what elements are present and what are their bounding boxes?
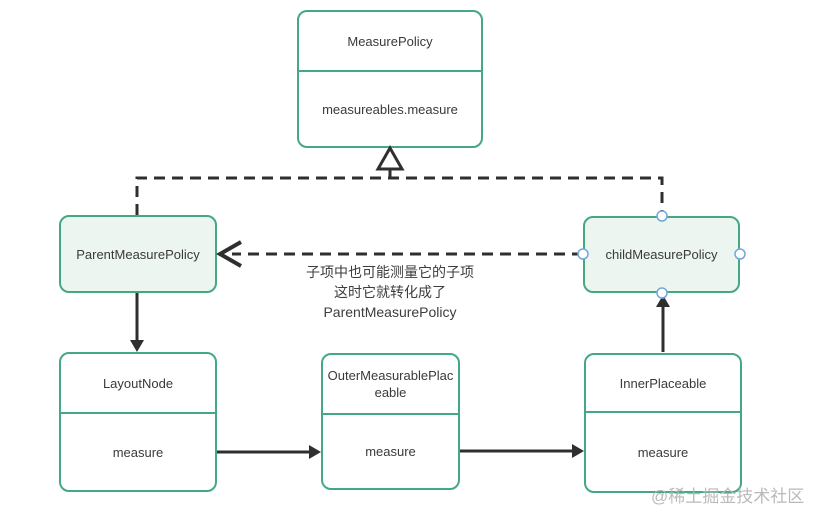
child-node-handles[interactable] xyxy=(577,210,746,299)
node-method: measure xyxy=(637,444,689,460)
hollow-triangle-arrowhead xyxy=(375,144,405,171)
node-title: MeasurePolicy xyxy=(299,12,481,72)
node-title: childMeasurePolicy xyxy=(605,247,718,262)
handle-right[interactable] xyxy=(734,248,746,260)
node-inner-placeable[interactable]: InnerPlaceable measure xyxy=(584,353,742,493)
open-arrowhead xyxy=(215,240,242,268)
annotation-line1: 子项中也可能测量它的子项 xyxy=(306,264,474,280)
filled-arrowhead xyxy=(309,445,321,459)
watermark: @稀土掘金技术社区 xyxy=(651,487,805,506)
node-title-line2: eable xyxy=(374,385,407,400)
node-title: LayoutNode xyxy=(61,354,215,414)
filled-arrowhead xyxy=(572,444,584,458)
annotation-line3: ParentMeasurePolicy xyxy=(323,304,457,320)
filled-arrowhead xyxy=(130,340,144,352)
node-title: InnerPlaceable xyxy=(586,355,740,413)
outer-to-inner-connector[interactable] xyxy=(460,444,584,458)
node-method: measure xyxy=(112,444,164,460)
annotation-line2: 这时它就转化成了 xyxy=(334,284,446,300)
handle-top[interactable] xyxy=(656,210,668,222)
node-parent-measure-policy[interactable]: ParentMeasurePolicy xyxy=(59,215,217,293)
node-title: OuterMeasurablePlac eable xyxy=(323,355,458,415)
inner-to-child-connector[interactable] xyxy=(656,295,670,352)
layoutnode-to-outer-connector[interactable] xyxy=(217,445,321,459)
node-outer-measurable-placeable[interactable]: OuterMeasurablePlac eable measure xyxy=(321,353,460,490)
handle-left[interactable] xyxy=(577,248,589,260)
filled-arrowhead xyxy=(656,295,670,307)
node-measure-policy[interactable]: MeasurePolicy measureables.measure xyxy=(297,10,483,148)
child-to-parent-connector[interactable] xyxy=(215,240,583,268)
node-title: ParentMeasurePolicy xyxy=(76,246,200,262)
node-method: measureables.measure xyxy=(322,101,458,117)
node-title-line1: OuterMeasurablePlac xyxy=(327,368,454,383)
handle-bottom[interactable] xyxy=(656,287,668,299)
node-method: measure xyxy=(365,444,416,459)
annotation-text[interactable]: 子项中也可能测量它的子项 这时它就转化成了 ParentMeasurePolic… xyxy=(245,262,535,322)
node-layout-node[interactable]: LayoutNode measure xyxy=(59,352,217,492)
inheritance-connector[interactable] xyxy=(135,144,664,216)
parent-to-layoutnode-connector[interactable] xyxy=(130,293,144,352)
